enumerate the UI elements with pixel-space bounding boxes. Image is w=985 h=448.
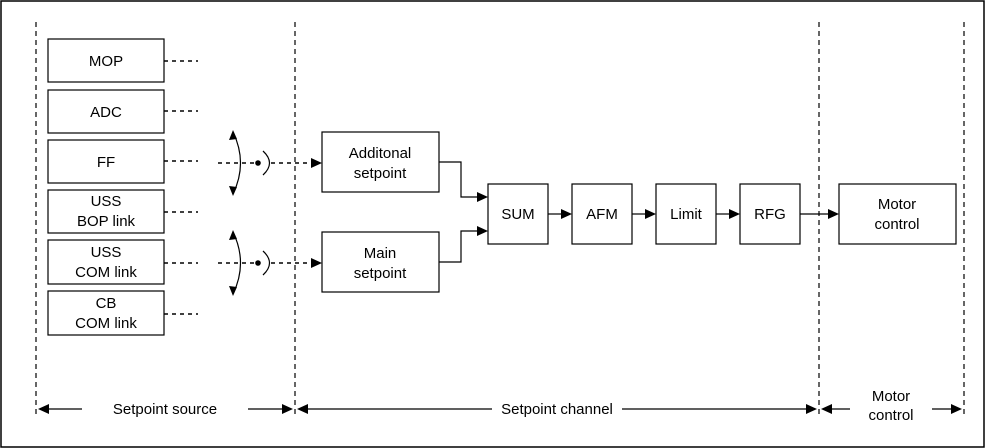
setpoint-label-line2: setpoint bbox=[354, 165, 407, 182]
chain-label: AFM bbox=[586, 206, 618, 223]
source-box-adc: ADC bbox=[47, 89, 165, 134]
source-label-line2: BOP link bbox=[77, 213, 136, 230]
source-box-ff: FF bbox=[47, 139, 165, 184]
chain-label: RFG bbox=[754, 206, 786, 223]
rfg-block: RFG bbox=[739, 183, 801, 245]
source-label-line2: COM link bbox=[75, 315, 137, 332]
source-box-mop: MOP bbox=[47, 38, 165, 83]
source-label-line2: COM link bbox=[75, 264, 137, 281]
section-label: Setpoint source bbox=[113, 401, 217, 418]
setpoint-to-sum-connectors bbox=[439, 161, 488, 263]
selector-switch-lower bbox=[218, 230, 322, 296]
source-label: MOP bbox=[89, 53, 123, 70]
source-label-line1: CB bbox=[96, 295, 117, 312]
additional-setpoint-box: Additonal setpoint bbox=[321, 131, 440, 193]
source-dashed-stubs bbox=[164, 60, 198, 315]
source-label: ADC bbox=[90, 104, 122, 121]
source-box-cb-com-link: CB COM link bbox=[47, 290, 165, 336]
chain-label: Limit bbox=[670, 206, 703, 223]
chain-label: SUM bbox=[501, 206, 534, 223]
section-label: Setpoint channel bbox=[501, 401, 613, 418]
source-label-line1: USS bbox=[91, 244, 122, 261]
motor-control-label-line1: Motor bbox=[878, 196, 916, 213]
section-label-line1: Motor bbox=[872, 388, 910, 405]
sum-block: SUM bbox=[487, 183, 549, 245]
motor-control-box: Motor control bbox=[838, 183, 957, 245]
main-setpoint-box: Main setpoint bbox=[321, 231, 440, 293]
setpoint-label-line1: Main bbox=[364, 245, 397, 262]
source-box-uss-com-link: USS COM link bbox=[47, 239, 165, 285]
section-setpoint-channel: Setpoint channel bbox=[297, 401, 817, 418]
source-box-uss-bop-link: USS BOP link bbox=[47, 189, 165, 234]
setpoint-label-line1: Additonal bbox=[349, 145, 412, 162]
section-label-line2: control bbox=[868, 407, 913, 424]
motor-control-label-line2: control bbox=[874, 216, 919, 233]
source-label: FF bbox=[97, 154, 115, 171]
section-motor-control: Motor control bbox=[821, 388, 962, 424]
source-label-line1: USS bbox=[91, 193, 122, 210]
setpoint-label-line2: setpoint bbox=[354, 265, 407, 282]
limit-block: Limit bbox=[655, 183, 717, 245]
afm-block: AFM bbox=[571, 183, 633, 245]
selector-switch-upper bbox=[218, 130, 322, 196]
section-setpoint-source: Setpoint source bbox=[38, 401, 293, 418]
